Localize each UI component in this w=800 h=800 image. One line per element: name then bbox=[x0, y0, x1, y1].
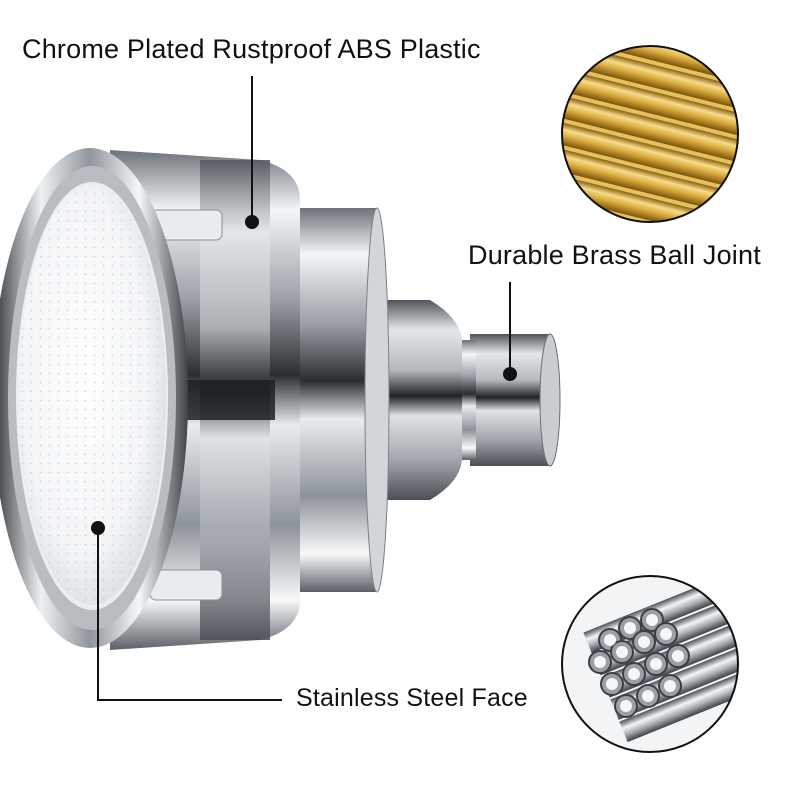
callout-dot-face bbox=[91, 521, 105, 535]
callout-line-face bbox=[97, 528, 282, 701]
collar bbox=[285, 207, 390, 593]
brass-rods-swatch bbox=[561, 45, 739, 223]
callout-dot-abs bbox=[245, 215, 259, 229]
callout-dots bbox=[91, 215, 517, 535]
pipe-connector bbox=[456, 333, 561, 467]
shower-head bbox=[0, 148, 561, 650]
steel-tubes-swatch bbox=[561, 575, 739, 753]
callout-dot-brass bbox=[503, 367, 517, 381]
callout-label-stainless-face: Stainless Steel Face bbox=[296, 684, 528, 712]
steel-face-plate bbox=[18, 185, 166, 605]
callout-lines bbox=[97, 76, 511, 701]
callout-label-abs-plastic: Chrome Plated Rustproof ABS Plastic bbox=[22, 34, 481, 64]
callout-label-brass-ball-joint: Durable Brass Ball Joint bbox=[468, 240, 761, 270]
